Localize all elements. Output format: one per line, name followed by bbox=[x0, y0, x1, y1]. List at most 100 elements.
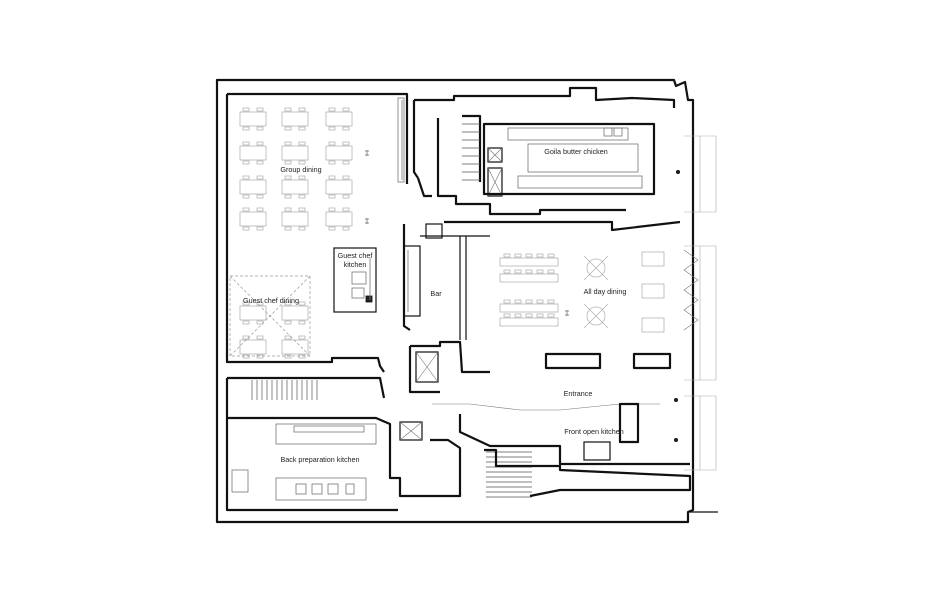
chair bbox=[536, 313, 544, 318]
chair bbox=[284, 207, 292, 212]
chair bbox=[298, 335, 306, 340]
chair bbox=[547, 269, 555, 274]
chair bbox=[242, 226, 250, 231]
dining-table bbox=[281, 111, 309, 127]
chair bbox=[242, 107, 250, 112]
chair bbox=[256, 160, 264, 165]
chair bbox=[503, 269, 511, 274]
chair bbox=[284, 141, 292, 146]
chair bbox=[298, 320, 306, 325]
chair bbox=[328, 126, 336, 131]
dining-table bbox=[325, 179, 353, 195]
chair bbox=[298, 107, 306, 112]
chair bbox=[547, 299, 555, 304]
dining-table bbox=[641, 283, 665, 299]
chair bbox=[514, 299, 522, 304]
chair bbox=[284, 335, 292, 340]
chair bbox=[284, 226, 292, 231]
outer-walls bbox=[215, 78, 718, 524]
room-labels: Group dining Guest chef kitchen Guest ch… bbox=[243, 147, 626, 464]
dining-table bbox=[281, 145, 309, 161]
entrance-area bbox=[408, 340, 717, 471]
chair bbox=[328, 207, 336, 212]
chair bbox=[298, 175, 306, 180]
chair bbox=[298, 207, 306, 212]
label-guest-chef-dining: Guest chef dining bbox=[243, 296, 299, 305]
chair bbox=[256, 141, 264, 146]
chair bbox=[342, 126, 350, 131]
dining-table bbox=[325, 111, 353, 127]
chair bbox=[284, 160, 292, 165]
chair bbox=[284, 126, 292, 131]
dining-table bbox=[239, 339, 267, 355]
chair bbox=[256, 354, 264, 359]
dining-table bbox=[641, 251, 665, 267]
chair bbox=[547, 313, 555, 318]
label-guest-chef-kitchen-line1: Guest chef bbox=[338, 251, 373, 260]
chair bbox=[328, 194, 336, 199]
dining-table bbox=[281, 179, 309, 195]
chair bbox=[242, 335, 250, 340]
label-group-dining: Group dining bbox=[280, 165, 321, 174]
chair bbox=[536, 299, 544, 304]
upper-core bbox=[412, 86, 676, 216]
chair bbox=[298, 354, 306, 359]
chair bbox=[256, 226, 264, 231]
chair bbox=[242, 175, 250, 180]
chair bbox=[342, 194, 350, 199]
chair bbox=[503, 253, 511, 258]
all-day-dining-area bbox=[444, 220, 717, 381]
chair bbox=[242, 160, 250, 165]
chair bbox=[514, 269, 522, 274]
goila-kitchen-area bbox=[482, 122, 717, 213]
label-front-open-kitchen: Front open kitchen bbox=[564, 427, 624, 436]
long-table bbox=[499, 317, 559, 327]
back-kitchen-area bbox=[225, 376, 692, 512]
chair bbox=[284, 354, 292, 359]
dining-table bbox=[239, 145, 267, 161]
chair bbox=[298, 301, 306, 306]
long-table bbox=[499, 303, 559, 313]
chair bbox=[256, 107, 264, 112]
chair bbox=[284, 107, 292, 112]
chair bbox=[284, 194, 292, 199]
label-all-day-dining: All day dining bbox=[584, 287, 627, 296]
chair bbox=[284, 301, 292, 306]
label-guest-chef-kitchen-line2: kitchen bbox=[344, 260, 367, 269]
chair bbox=[547, 253, 555, 258]
chair bbox=[242, 141, 250, 146]
chair bbox=[525, 299, 533, 304]
dining-table bbox=[281, 339, 309, 355]
dining-table bbox=[641, 317, 665, 333]
chair bbox=[514, 253, 522, 258]
group-dining-area bbox=[225, 92, 409, 373]
chair bbox=[514, 313, 522, 318]
chair bbox=[328, 226, 336, 231]
chair bbox=[242, 320, 250, 325]
chair bbox=[342, 160, 350, 165]
chair bbox=[525, 253, 533, 258]
long-table bbox=[499, 273, 559, 283]
chair bbox=[342, 141, 350, 146]
chair bbox=[256, 335, 264, 340]
chair bbox=[503, 299, 511, 304]
chair bbox=[298, 194, 306, 199]
dining-table bbox=[281, 211, 309, 227]
chair bbox=[328, 160, 336, 165]
dining-table bbox=[239, 111, 267, 127]
chair bbox=[256, 126, 264, 131]
chair bbox=[342, 107, 350, 112]
label-bar: Bar bbox=[430, 289, 442, 298]
dining-table bbox=[239, 179, 267, 195]
chair bbox=[328, 175, 336, 180]
chair bbox=[503, 313, 511, 318]
dining-table bbox=[239, 305, 267, 321]
chair bbox=[242, 207, 250, 212]
chair bbox=[536, 269, 544, 274]
chair bbox=[342, 175, 350, 180]
chair bbox=[284, 320, 292, 325]
chair bbox=[342, 226, 350, 231]
chair bbox=[298, 226, 306, 231]
chair bbox=[242, 194, 250, 199]
